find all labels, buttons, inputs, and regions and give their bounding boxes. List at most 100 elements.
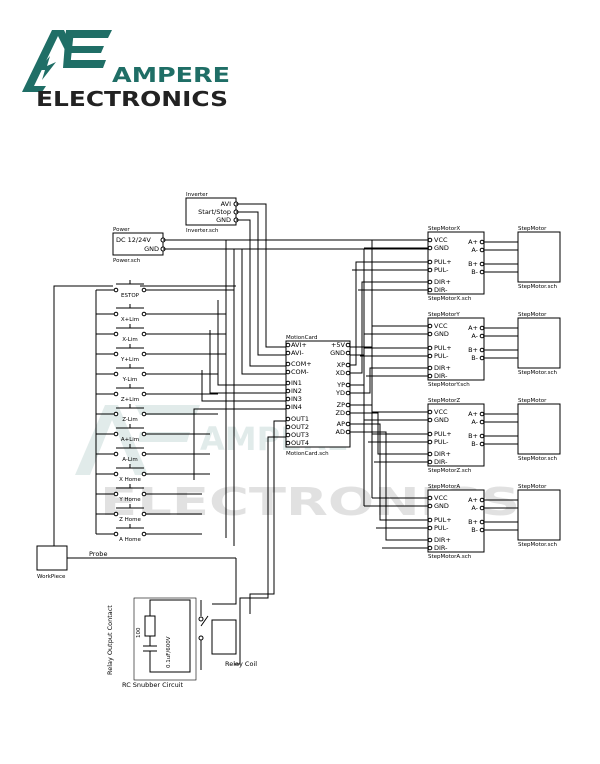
driver-pin-dot bbox=[427, 525, 433, 531]
driver-left-pin: DIR- bbox=[434, 286, 448, 294]
switch-contact bbox=[141, 371, 147, 377]
driver-right-pin: A- bbox=[471, 332, 478, 340]
power-title: Power bbox=[113, 227, 130, 233]
motion-card-pin-dot bbox=[345, 429, 351, 435]
driver-pin-dot bbox=[427, 373, 433, 379]
driver-pin-dot bbox=[427, 495, 433, 501]
driver-pin-dot bbox=[427, 323, 433, 329]
driver-pin-dot bbox=[427, 459, 433, 465]
switch-7: A+Lim bbox=[96, 424, 210, 443]
switch-contact bbox=[141, 531, 147, 537]
switch-contact bbox=[141, 391, 147, 397]
step-driver-file: StepMotorX.sch bbox=[428, 296, 472, 302]
switch-label: Z-Lim bbox=[122, 417, 138, 423]
limit-switch-column: ESTOPX+LimX-LimY+LimY-LimZ+LimZ-LimA+Lim… bbox=[95, 280, 234, 543]
motion-card-pin-dot bbox=[345, 370, 351, 376]
motion-card-pin-dot bbox=[285, 424, 291, 430]
capacitor-label: 0.1uF/600V bbox=[166, 636, 172, 668]
inverter-pin-gnd: GND bbox=[216, 216, 231, 224]
motion-card-pin-dot bbox=[285, 369, 291, 375]
driver-pin-dot bbox=[427, 287, 433, 293]
driver-pin-dot bbox=[479, 261, 485, 267]
switch-label: Z Home bbox=[119, 517, 141, 523]
motion-card-pin-dot bbox=[285, 432, 291, 438]
logo-line1: AMPERE bbox=[112, 63, 230, 87]
switch-contact bbox=[113, 531, 119, 537]
driver-right-pin: B+ bbox=[468, 346, 478, 354]
motion-card-right-pin: AD bbox=[336, 428, 345, 436]
step-driver-0: StepMotorXVCCGNDPUL+PUL-DIR+DIR-A+A-B+B-… bbox=[427, 226, 518, 302]
driver-pin-dot bbox=[479, 269, 485, 275]
switch-contact bbox=[141, 411, 147, 417]
switch-5: Z+Lim bbox=[96, 384, 218, 403]
switch-9: X Home bbox=[96, 464, 210, 483]
probe-label: Probe bbox=[89, 550, 107, 558]
switch-11: Z Home bbox=[96, 504, 202, 523]
driver-left-pin: DIR+ bbox=[434, 536, 451, 544]
motion-card-left-pin: IN4 bbox=[291, 403, 302, 411]
driver-left-pin: PUL+ bbox=[434, 516, 452, 524]
step-motor-box bbox=[517, 317, 561, 369]
driver-pin-dot bbox=[479, 325, 485, 331]
logo-a-glyph bbox=[22, 30, 74, 92]
step-motor-title: StepMotor bbox=[518, 484, 547, 490]
step-driver-2: StepMotorZVCCGNDPUL+PUL-DIR+DIR-A+A-B+B-… bbox=[427, 398, 518, 474]
driver-left-pin: VCC bbox=[434, 322, 448, 330]
switch-contact bbox=[113, 451, 119, 457]
motion-card-pin-dot bbox=[345, 362, 351, 368]
driver-pin-dot bbox=[427, 279, 433, 285]
step-motor-file: StepMotor.sch bbox=[518, 456, 558, 462]
relay-coil bbox=[211, 619, 237, 655]
motion-card-pin-dot bbox=[345, 421, 351, 427]
switch-contact bbox=[113, 471, 119, 477]
driver-right-pin: A- bbox=[471, 246, 478, 254]
switch-contact bbox=[141, 431, 147, 437]
motion-card-pin-dot bbox=[285, 361, 291, 367]
driver-pin-dot bbox=[427, 517, 433, 523]
power-label: DC 12/24V bbox=[116, 236, 151, 244]
switch-3: Y+Lim bbox=[96, 344, 226, 363]
switch-label: A-Lim bbox=[122, 457, 138, 463]
step-motor-title: StepMotor bbox=[518, 226, 547, 232]
step-driver-file: StepMotorY.sch bbox=[428, 382, 470, 388]
driver-pin-dot bbox=[427, 331, 433, 337]
inverter-title: Inverter bbox=[186, 192, 209, 198]
driver-left-pin: GND bbox=[434, 330, 449, 338]
driver-pin-dot bbox=[479, 239, 485, 245]
driver-pin-dot bbox=[427, 545, 433, 551]
switch-0: ESTOP bbox=[96, 280, 234, 299]
motion-card-left-pin: IN3 bbox=[291, 395, 302, 403]
motion-card-right-pin: XP bbox=[337, 361, 345, 369]
logo-line2: ELECTRONICS bbox=[36, 87, 228, 111]
motion-card-title: MotionCard bbox=[286, 335, 318, 341]
switch-contact bbox=[113, 511, 119, 517]
driver-right-pin: B- bbox=[471, 526, 478, 534]
driver-right-pin: B- bbox=[471, 440, 478, 448]
motion-card-right-pin: YP bbox=[336, 381, 345, 389]
motion-card-pin-dot bbox=[345, 350, 351, 356]
switch-contact bbox=[113, 331, 119, 337]
driver-left-pin: GND bbox=[434, 244, 449, 252]
logo-e-bars bbox=[63, 30, 112, 68]
driver-right-pin: A- bbox=[471, 418, 478, 426]
driver-left-pin: VCC bbox=[434, 236, 448, 244]
driver-right-pin: B+ bbox=[468, 518, 478, 526]
inverter-pin-avi: AVI bbox=[221, 200, 231, 208]
switch-label: ESTOP bbox=[121, 293, 140, 299]
driver-pin-dot bbox=[427, 345, 433, 351]
driver-pin-dot bbox=[427, 259, 433, 265]
motion-card-right-pin: YD bbox=[335, 389, 345, 397]
motion-card-pin-dot bbox=[285, 416, 291, 422]
step-driver-box bbox=[427, 231, 485, 295]
switch-label: Y+Lim bbox=[120, 357, 139, 363]
motion-card-left-pin: AVI- bbox=[291, 349, 304, 357]
relay-coil-label: Relay Coil bbox=[225, 660, 257, 668]
driver-right-pin: B- bbox=[471, 268, 478, 276]
driver-pin-dot bbox=[479, 433, 485, 439]
switch-contact bbox=[113, 351, 119, 357]
motion-card-pin-dot bbox=[285, 388, 291, 394]
driver-pin-dot bbox=[427, 451, 433, 457]
